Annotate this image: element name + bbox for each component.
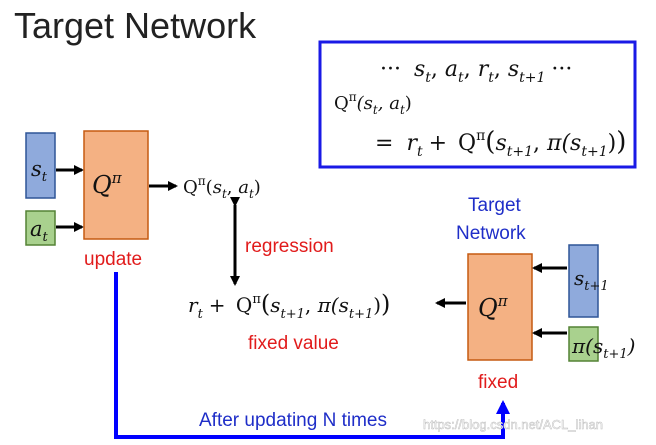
q-network-box <box>83 130 149 240</box>
bellman-rhs: = rt+ Qπ(st+1, π(st+1)) <box>375 127 626 160</box>
formula-box <box>318 40 637 169</box>
q-output-expression: Qπ(st, at) <box>183 174 261 201</box>
next-state-input-box <box>568 244 599 318</box>
sync-path-arrow <box>114 272 510 439</box>
fixed-value-label: fixed value <box>248 333 339 354</box>
action-input-box <box>25 210 56 246</box>
target-network-title-line2: Network <box>456 223 526 244</box>
target-q-network-label: Qπ <box>478 292 509 322</box>
sync-label: After updating N times <box>199 410 387 431</box>
q-definition-line: Qπ(st, at) <box>334 90 412 117</box>
policy-input-box <box>568 326 599 362</box>
target-network-title-line1: Target <box>468 195 522 216</box>
next-state-input-label: st+1 <box>574 266 609 294</box>
target-q-network-box <box>467 253 533 361</box>
q-network-label: Qπ <box>92 169 123 199</box>
action-input-label: at <box>30 217 49 245</box>
page-title: Target Network <box>14 5 257 46</box>
regression-label: regression <box>245 236 334 257</box>
transition-sequence: ··· st, at, rt, st+1··· <box>380 57 572 86</box>
update-label: update <box>84 249 142 270</box>
watermark: https://blog.csdn.net/ACL_lihan <box>423 417 603 432</box>
state-input-label: st <box>31 157 48 185</box>
target-value-expression: rt+ Qπ(st+1, π(st+1)) <box>188 290 390 322</box>
policy-input-label: π(st+1) <box>571 334 635 362</box>
state-input-box <box>25 132 56 199</box>
fixed-label: fixed <box>478 372 518 393</box>
